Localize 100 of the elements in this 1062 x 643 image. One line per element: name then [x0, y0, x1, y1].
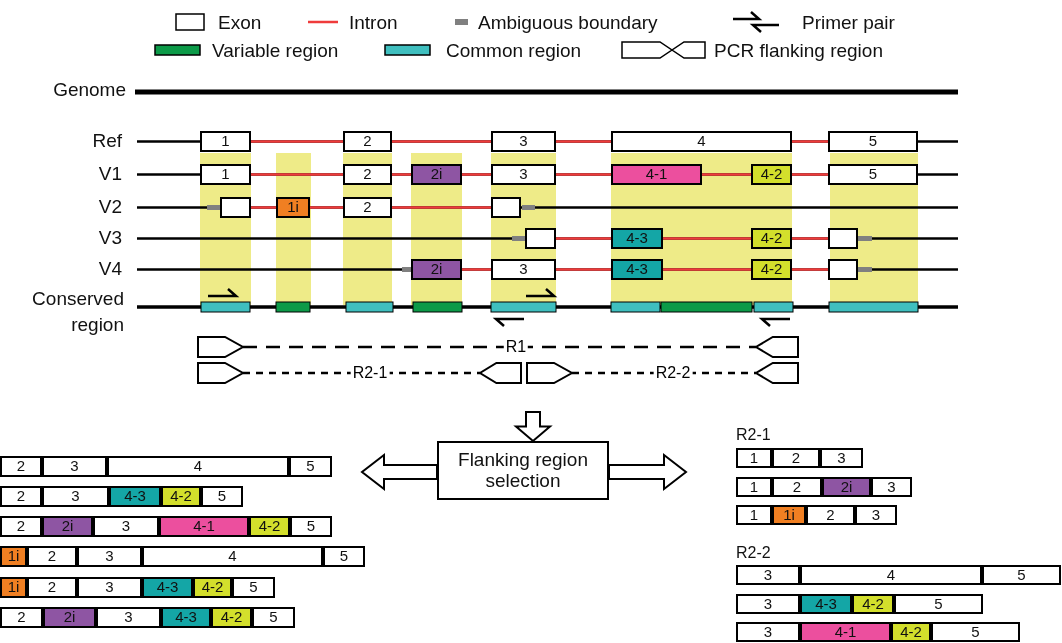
intron-line [792, 268, 828, 271]
pcr-region-line [243, 371, 480, 375]
pcr-flanking-shape [756, 363, 798, 383]
exon-box: 3 [871, 477, 912, 497]
block-arrow [513, 411, 553, 443]
exon-box: 4 [611, 131, 792, 152]
exon-box: 4-2 [852, 594, 894, 614]
exon-box: 5 [894, 594, 983, 614]
row-label: Genome [52, 78, 126, 102]
row-label: V4 [97, 257, 122, 281]
exon-box: 1i [772, 505, 806, 525]
row-label: V3 [97, 226, 122, 250]
section-heading: R2-1 [736, 425, 772, 445]
exon-box: 3 [93, 516, 159, 537]
intron-line [251, 140, 343, 143]
row-label: V2 [97, 195, 122, 219]
intron-line [392, 140, 491, 143]
exon-box: 1 [200, 131, 251, 152]
intron-line [556, 140, 611, 143]
exon-box: 5 [323, 546, 365, 567]
legend-label: Ambiguous boundary [478, 12, 658, 32]
exon-box: 5 [828, 164, 918, 185]
intron-line [392, 206, 491, 209]
row-label: Ref [91, 129, 122, 153]
intron-line [663, 268, 751, 271]
legend-label: Variable region [212, 40, 339, 60]
exon-box: 4-3 [611, 228, 663, 249]
exon-box: 4-2 [751, 259, 792, 280]
exon-box: 4-2 [751, 228, 792, 249]
exon-box: 2 [343, 197, 392, 218]
exon-box: 2 [0, 486, 42, 507]
edge-label: R2-1 [350, 365, 390, 381]
process-box: Flanking region selection [437, 441, 609, 500]
exon-box: 1 [736, 448, 772, 468]
exon-box: 1 [736, 477, 772, 497]
edge-label: R1 [503, 339, 529, 355]
pcr-flanking-shape [527, 363, 572, 383]
exon-box: 2 [27, 546, 77, 567]
exon-box: 1 [200, 164, 251, 185]
intron-line [702, 173, 751, 176]
exon-box: 4 [142, 546, 323, 567]
edge-label: R2-2 [653, 365, 693, 381]
exon-box: 4-2 [751, 164, 792, 185]
exon-box: 5 [289, 456, 332, 477]
exon-box: 5 [252, 607, 295, 628]
row-label: Conserved region [31, 287, 124, 337]
exon-box: 2i [43, 607, 96, 628]
intron-line [392, 173, 411, 176]
intron-line [792, 237, 828, 240]
exon-box: 5 [931, 622, 1020, 642]
exon-box: 3 [736, 622, 800, 642]
legend-label: Intron [349, 12, 398, 32]
pcr-flanking-shape [198, 363, 243, 383]
row-label: V1 [97, 162, 122, 186]
intron-line [556, 173, 611, 176]
exon-box: 4-3 [800, 594, 852, 614]
intron-line [251, 173, 343, 176]
exon-box: 4-1 [611, 164, 702, 185]
exon-box: 5 [290, 516, 332, 537]
intron-line [462, 268, 491, 271]
exon-box: 2 [27, 577, 77, 598]
exon-box: 2 [0, 516, 42, 537]
exon-box: 3 [42, 486, 109, 507]
intron-line [792, 140, 828, 143]
exon-box: 3 [491, 164, 556, 185]
exon-box: 3 [77, 546, 142, 567]
exon-box: 4 [107, 456, 289, 477]
exon-box: 4-2 [193, 577, 232, 598]
exon-box: 2 [806, 505, 855, 525]
exon-box: 5 [232, 577, 275, 598]
exon-box: 4-3 [611, 259, 663, 280]
intron-line [251, 206, 276, 209]
exon-box: 2 [772, 477, 822, 497]
exon-box: 1i [276, 197, 310, 218]
exon-box [828, 259, 858, 280]
exon-box: 2 [343, 131, 392, 152]
exon-box: 4-2 [161, 486, 201, 507]
legend-label: Exon [218, 12, 262, 32]
exon-box: 4-2 [891, 622, 931, 642]
exon-box: 4-3 [161, 607, 211, 628]
exon-box: 2i [411, 259, 462, 280]
exon-box: 4-1 [159, 516, 249, 537]
block-arrow [360, 452, 438, 492]
exon-box [525, 228, 556, 249]
exon-box: 2 [772, 448, 820, 468]
exon-box: 3 [491, 259, 556, 280]
exon-box [491, 197, 521, 218]
exon-box: 3 [736, 594, 800, 614]
pcr-flanking-shape [198, 337, 243, 357]
exon-box [828, 228, 858, 249]
exon-box: 3 [96, 607, 161, 628]
exon-box: 2 [0, 456, 42, 477]
block-arrow [608, 452, 688, 492]
exon-box: 2i [42, 516, 93, 537]
intron-line [556, 237, 611, 240]
intron-line [462, 173, 491, 176]
pcr-region-line [243, 345, 756, 349]
exon-box [220, 197, 251, 218]
pcr-flanking-shape [480, 363, 521, 383]
section-heading: R2-2 [736, 543, 772, 563]
